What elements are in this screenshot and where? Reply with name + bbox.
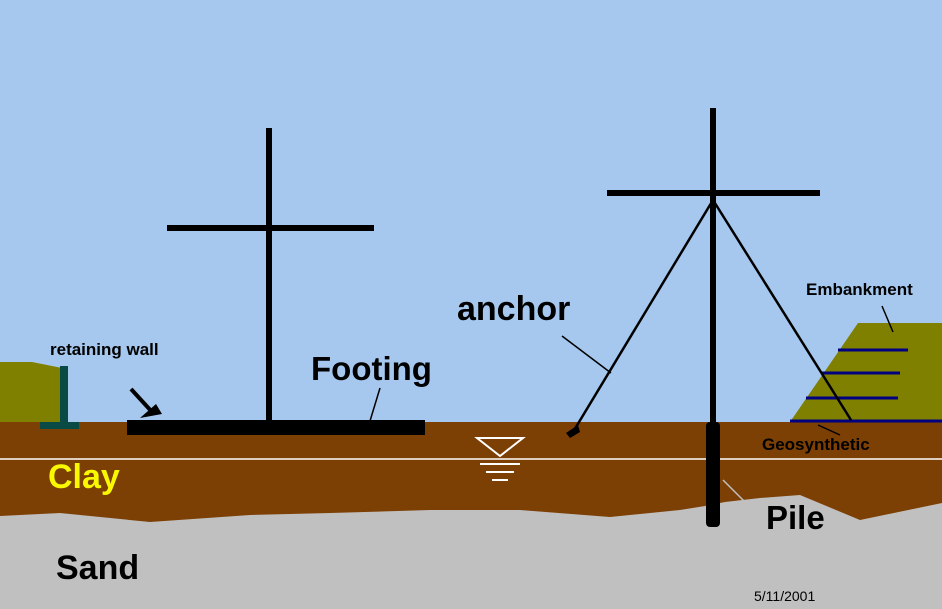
pile	[706, 422, 720, 527]
geosynthetic-layers	[790, 348, 942, 423]
pile-leader	[722, 479, 747, 504]
guy-cable-right	[711, 199, 853, 421]
footing-leader	[369, 387, 381, 422]
anchor-label: anchor	[457, 290, 571, 328]
guy-cable-left	[571, 199, 715, 433]
footing-slab	[127, 420, 425, 435]
retaining-wall-label: retaining wall	[50, 340, 159, 359]
geosynthetic-leader	[817, 424, 841, 436]
water-table-triangle	[474, 437, 526, 458]
retaining-wall-base	[40, 422, 79, 429]
pointer-arrowhead	[140, 404, 162, 418]
retaining-wall-pointer	[129, 387, 155, 415]
anchor-leader	[561, 335, 612, 374]
footing-label: Footing	[311, 350, 432, 387]
pile-label: Pile	[766, 499, 825, 536]
geosynthetic-label: Geosynthetic	[762, 435, 870, 454]
embankment-label: Embankment	[806, 280, 913, 299]
anchor-point	[566, 425, 580, 438]
retaining-wall	[60, 366, 68, 428]
retained-soil	[0, 362, 62, 422]
water-table-symbol	[474, 437, 526, 481]
sand-label: Sand	[56, 549, 140, 587]
embankment-leader	[881, 305, 894, 333]
date-label: 5/11/2001	[754, 588, 816, 604]
clay-label: Clay	[48, 458, 120, 496]
